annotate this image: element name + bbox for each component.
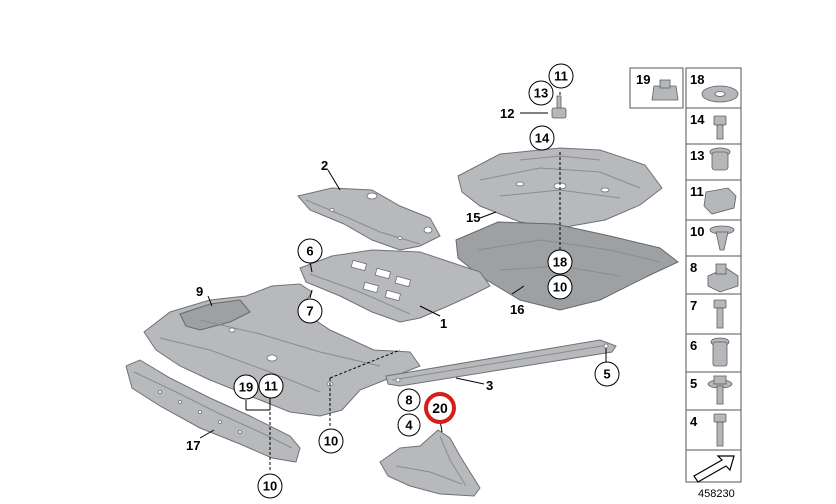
hex-screw-icon [713, 299, 727, 329]
svg-text:5: 5 [603, 367, 610, 382]
svg-text:10: 10 [263, 479, 277, 494]
label-15: 15 [466, 210, 480, 225]
callout-19: 19 [233, 374, 259, 400]
callout-13: 13 [528, 80, 554, 106]
label-3: 3 [486, 378, 493, 393]
callout-11: 11 [548, 63, 574, 89]
svg-text:8: 8 [405, 393, 412, 408]
legend-cell-8: 8 [685, 255, 742, 295]
legend-cell-14: 14 [685, 107, 742, 145]
svg-text:6: 6 [690, 338, 697, 353]
callout-10-mid: 10 [318, 428, 344, 454]
legend-cell-5: 5 [685, 371, 742, 411]
legend-cell-11: 11 [685, 179, 742, 221]
callout-11-left: 11 [258, 373, 284, 399]
legend-cell-18: 18 [685, 67, 742, 109]
label-2: 2 [321, 158, 328, 173]
fastener-12-13 [551, 95, 567, 119]
svg-text:18: 18 [553, 255, 567, 270]
expanding-nut-icon [709, 147, 731, 171]
label-9: 9 [196, 284, 203, 299]
svg-text:11: 11 [554, 69, 568, 84]
rivet-nut-icon [710, 337, 730, 367]
legend-cell-4: 4 [685, 409, 742, 451]
legend-cell-19: 19 [629, 67, 684, 109]
label-17: 17 [186, 438, 200, 453]
part-1-center-shield [299, 249, 491, 323]
svg-text:8: 8 [690, 260, 697, 275]
legend-cell-arrow [685, 449, 742, 483]
svg-text:13: 13 [534, 86, 548, 101]
diagram-reference-number: 458230 [698, 488, 735, 500]
svg-text:13: 13 [690, 148, 704, 163]
callout-6: 6 [297, 238, 323, 264]
svg-text:14: 14 [690, 112, 705, 127]
square-nut-icon [707, 263, 739, 293]
svg-text:4: 4 [405, 418, 413, 433]
spring-nut-icon [703, 187, 737, 215]
flange-bolt-icon [713, 413, 727, 447]
callout-18: 18 [547, 249, 573, 275]
svg-text:10: 10 [690, 224, 704, 239]
svg-text:7: 7 [306, 304, 313, 319]
svg-text:14: 14 [535, 131, 550, 146]
callout-4: 4 [397, 413, 421, 437]
callout-14: 14 [529, 125, 555, 151]
legend-cell-6: 6 [685, 333, 742, 373]
callout-7: 7 [297, 298, 323, 324]
callout-10-bottom: 10 [257, 473, 283, 499]
svg-text:20: 20 [432, 400, 448, 416]
callout-8: 8 [397, 388, 421, 412]
svg-text:10: 10 [553, 280, 567, 295]
callout-20-highlighted: 20 [424, 392, 456, 424]
svg-text:4: 4 [690, 414, 698, 429]
hex-bolt-icon [713, 115, 727, 140]
label-12: 12 [500, 106, 514, 121]
legend-panel: 19 18 14 13 [629, 67, 742, 483]
callout-10-right: 10 [547, 274, 573, 300]
leader-lines [199, 92, 607, 470]
legend-cell-7: 7 [685, 293, 742, 335]
part-2-cross-brace [297, 187, 441, 251]
svg-text:10: 10 [324, 434, 338, 449]
svg-text:11: 11 [690, 184, 704, 199]
label-1: 1 [440, 316, 447, 331]
svg-text:19: 19 [239, 380, 253, 395]
direction-arrow-icon [693, 455, 735, 483]
svg-text:19: 19 [636, 72, 650, 87]
expanding-rivet-icon [709, 225, 735, 251]
svg-text:11: 11 [264, 379, 278, 394]
collar-screw-icon [707, 375, 733, 405]
part-9-main-shield [143, 283, 421, 417]
legend-cell-10: 10 [685, 219, 742, 257]
svg-text:5: 5 [690, 376, 697, 391]
svg-text:18: 18 [690, 72, 704, 87]
part-17-front-bar [125, 359, 301, 463]
part-20-bracket [379, 429, 481, 497]
svg-text:6: 6 [306, 244, 313, 259]
svg-text:7: 7 [690, 298, 697, 313]
legend-cell-13: 13 [685, 143, 742, 181]
callout-5: 5 [594, 361, 620, 387]
label-16: 16 [510, 302, 524, 317]
part-3-strut [385, 339, 617, 387]
